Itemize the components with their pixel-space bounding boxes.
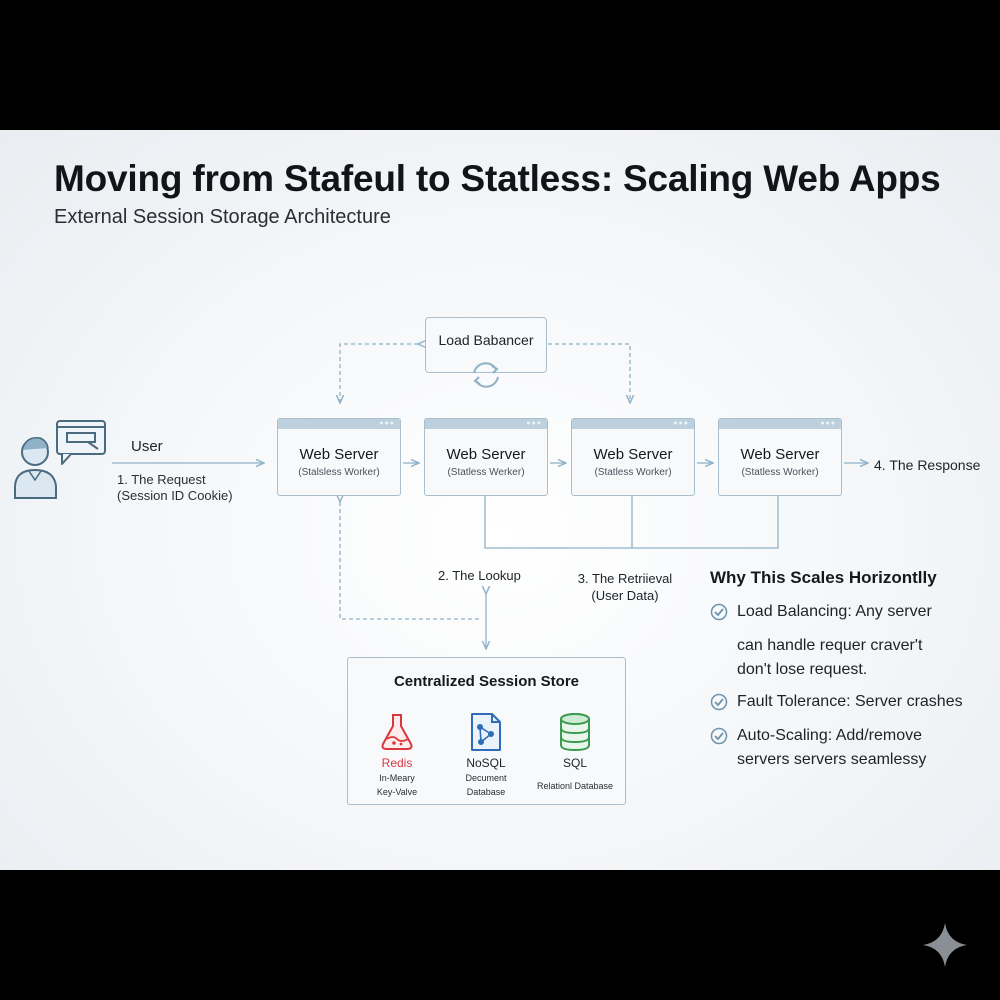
server-role: (Stalsless Worker) [298, 467, 380, 478]
web-server-node-2: ●●● Web Server (Statless Werker) [424, 418, 548, 496]
check-circle-icon [710, 693, 728, 711]
letterbox-bottom [0, 870, 1000, 1000]
window-dots-icon: ●●● [673, 420, 689, 427]
retrieval-label-line2: (User Data) [591, 588, 659, 603]
request-label: 1. The Request (Session ID Cookie) [117, 472, 233, 504]
page-title: Moving from Stafeul to Statless: Scaling… [54, 158, 941, 199]
benefit-item-auto-scaling: Auto-Scaling: Add/remove servers servers… [710, 724, 990, 772]
window-dots-icon: ●●● [526, 420, 542, 427]
benefit-strong: Fault Tolerance: [737, 693, 851, 710]
store-item-name: NoSQL [466, 756, 506, 770]
benefit-strong: Auto-Scaling: [737, 727, 833, 744]
server-bus-connector [484, 496, 779, 549]
response-label: 4. The Response [874, 457, 981, 473]
store-item-name: SQL [562, 756, 587, 770]
benefit-item-load-balancing: Load Balancing: Any server can handle re… [710, 600, 990, 682]
store-item-desc-line1: In-Meary [379, 773, 415, 783]
server1-to-store-connector [340, 502, 480, 620]
request-label-line2: (Session ID Cookie) [117, 488, 233, 503]
store-item-desc-line2: Key-Valve [376, 787, 418, 797]
database-stack-icon [560, 713, 590, 752]
server-role: (Statless Worker) [741, 467, 819, 478]
user-label: User [131, 438, 163, 455]
lookup-label: 2. The Lookup [438, 568, 521, 583]
letterbox-top [0, 0, 1000, 130]
store-item-sql: SQL Relationl Database [529, 712, 621, 794]
user-chat-icon [14, 420, 106, 499]
flask-icon [381, 714, 413, 750]
benefit-strong: Load Balancing: [737, 603, 852, 620]
store-item-redis: Redis In-Meary Key-Valve [351, 712, 443, 798]
server-role: (Statless Worker) [594, 467, 672, 478]
lb-to-server3-connector [548, 343, 630, 403]
retrieval-label-line1: 3. The Retriieval [577, 571, 673, 586]
server-name: Web Server [593, 446, 673, 463]
server-name: Web Server [740, 446, 820, 463]
store-item-desc-line2: Database [466, 787, 506, 797]
benefit-rest: Add/remove [832, 727, 922, 744]
connector-layer [112, 130, 1000, 870]
window-titlebar [425, 419, 547, 429]
load-balancer-label: Load Babancer [438, 332, 534, 348]
web-server-node-4: ●●● Web Server (Statless Worker) [718, 418, 842, 496]
benefit-item-fault-tolerance: Fault Tolerance: Server crashes [710, 690, 990, 714]
diagram-canvas: Moving from Stafeul to Statless: Scaling… [0, 130, 1000, 870]
load-balancer-node: Load Babancer [425, 317, 547, 388]
window-titlebar [572, 419, 694, 429]
request-label-line1: 1. The Request [117, 472, 206, 487]
sparkle-icon [923, 923, 967, 967]
benefits-title: Why This Scales Horizontlly [710, 568, 937, 587]
benefit-line2: can handle requer craver't [737, 637, 923, 654]
session-store-title: Centralized Session Store [393, 673, 580, 690]
store-item-desc-line1: Relationl Database [536, 781, 614, 791]
server-name: Web Server [299, 446, 379, 463]
lb-to-server1-connector [340, 344, 418, 403]
benefit-line3: don't lose request. [737, 661, 868, 678]
refresh-cycle-icon [473, 362, 499, 388]
store-item-nosql: NoSQL Decument Database [440, 712, 532, 798]
check-circle-icon [710, 727, 728, 745]
document-graph-icon [471, 713, 501, 751]
web-server-node-3: ●●● Web Server (Statless Worker) [571, 418, 695, 496]
store-item-desc-line1: Decument [465, 773, 507, 783]
window-dots-icon: ●●● [379, 420, 395, 427]
web-server-node-1: ●●● Web Server (Stalsless Worker) [277, 418, 401, 496]
window-dots-icon: ●●● [820, 420, 836, 427]
retrieval-label: 3. The Retriieval (User Data) [565, 570, 685, 604]
window-titlebar [278, 419, 400, 429]
check-circle-icon [710, 603, 728, 621]
benefit-rest: Server crashes [850, 693, 963, 710]
server-name: Web Server [446, 446, 526, 463]
page-subtitle: External Session Storage Architecture [54, 206, 391, 228]
store-item-name: Redis [381, 756, 413, 770]
window-titlebar [719, 419, 841, 429]
server-role: (Statless Werker) [447, 467, 525, 478]
benefit-line2: servers servers seamlessy [737, 751, 927, 768]
benefit-rest: Any server [851, 603, 932, 620]
session-store-node: Centralized Session Store Redis In-Meary… [347, 657, 626, 805]
benefits-panel: Why This Scales Horizontlly Load Balanci… [710, 568, 990, 768]
